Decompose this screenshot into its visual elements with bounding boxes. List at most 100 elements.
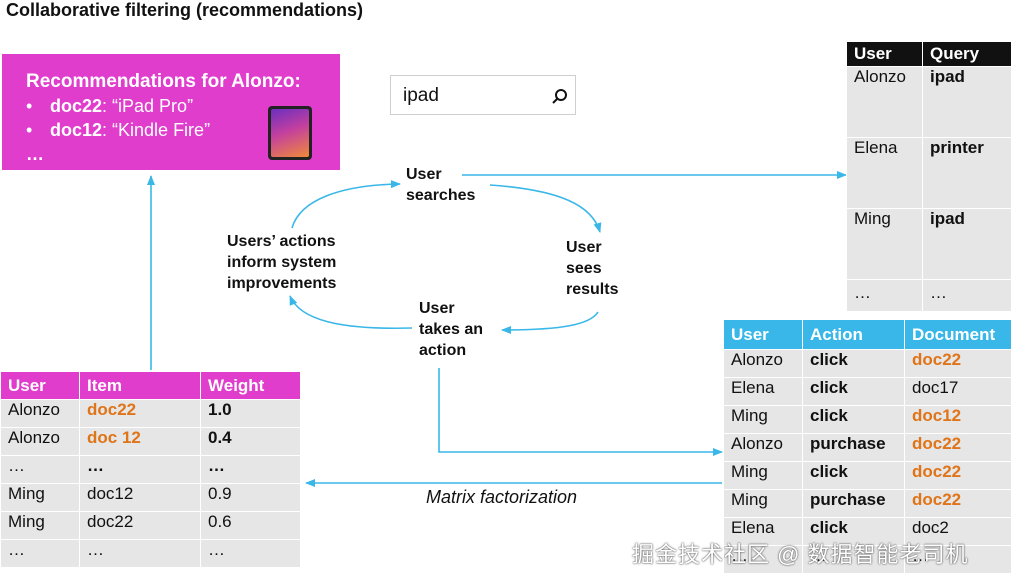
table-row: Ming ipad [847,209,1011,279]
table-cell: Ming [724,462,802,489]
action-table-header: Action [803,320,904,349]
table-cell: … [80,456,200,483]
action-table-header: Document [905,320,1011,349]
search-box[interactable]: ipad [390,75,576,115]
action-table-header: User [724,320,802,349]
table-cell: Ming [724,490,802,517]
table-cell: doc22 [905,434,1011,461]
table-cell: doc17 [905,378,1011,405]
table-cell: purchase [803,490,904,517]
arrow-to-action-table [438,368,723,456]
table-cell: Ming [724,406,802,433]
table-cell: purchase [803,434,904,461]
table-cell: Alonzo [724,350,802,377]
diagram-title: Collaborative filtering (recommendations… [6,0,364,20]
table-cell: Alonzo [1,400,79,427]
table-cell: … [201,540,300,567]
table-cell: ipad [923,67,1011,137]
matrix-factorization-label: Matrix factorization [426,487,578,507]
table-cell: … [201,456,300,483]
table-row: ……… [724,546,1011,573]
table-cell: Elena [724,378,802,405]
table-cell: Elena [724,518,802,545]
search-input[interactable]: ipad [403,85,439,106]
cycle-step-user-takes-action: User takes an action [419,300,484,359]
recommendations-box: Recommendations for Alonzo: •doc22: “iPa… [2,54,340,170]
table-cell: click [803,406,904,433]
recommendation-more: … [26,144,44,164]
table-cell: … [80,540,200,567]
table-cell: 0.4 [201,428,300,455]
weight-table-header: Weight [201,372,300,399]
table-cell: doc12 [905,406,1011,433]
weight-table-header: Item [80,372,200,399]
table-cell: … [905,546,1011,573]
table-cell: … [923,280,1011,311]
table-cell: Alonzo [724,434,802,461]
table-cell: printer [923,138,1011,208]
table-cell: … [724,546,802,573]
table-header-row: User Item Weight [1,372,300,399]
table-row: Elena printer [847,138,1011,208]
search-icon[interactable] [551,87,569,105]
table-cell: doc2 [905,518,1011,545]
table-cell: doc 12 [80,428,200,455]
table-header-row: User Action Document [724,320,1011,349]
table-cell: Ming [1,512,79,539]
query-table-header: User [847,42,922,66]
table-cell: Alonzo [847,67,922,137]
query-table-header: Query [923,42,1011,66]
table-cell: … [1,456,79,483]
table-cell: 0.9 [201,484,300,511]
table-cell: 0.6 [201,512,300,539]
cycle-step-user-sees-results: User sees results [566,239,619,298]
table-cell: Ming [847,209,922,279]
query-table: User Query Alonzo ipad Elena printer Min… [846,41,1012,312]
table-cell: … [1,540,79,567]
cycle-arrow-search-to-results [489,184,602,233]
recommendations-heading: Recommendations for Alonzo: [26,71,301,92]
table-cell: click [803,518,904,545]
table-row: ……… [1,456,300,483]
table-cell: click [803,378,904,405]
table-cell: doc22 [80,400,200,427]
table-cell: doc22 [905,490,1011,517]
table-cell: click [803,462,904,489]
table-cell: doc22 [905,462,1011,489]
table-cell: … [847,280,922,311]
cycle-arrow-results-to-action [501,311,599,334]
table-cell: … [803,546,904,573]
table-cell: doc22 [905,350,1011,377]
cycle-step-user-searches: User searches [406,166,476,204]
watermark: 掘金技术社区 @ 数据智能老司机 [632,542,969,567]
table-cell: ipad [923,209,1011,279]
recommendation-item: •doc22: “iPad Pro” [26,96,194,116]
table-cell: 1.0 [201,400,300,427]
table-cell: click [803,350,904,377]
table-cell: Ming [1,484,79,511]
table-header-row: User Query [847,42,1011,66]
table-row: ……… [1,540,300,567]
weight-table-header: User [1,372,79,399]
cycle-step-actions-inform: Users’ actions inform system improvement… [227,233,337,292]
table-row: … … [847,280,1011,311]
table-cell: doc22 [80,512,200,539]
recommendation-item: •doc12: “Kindle Fire” [26,120,211,140]
table-cell: Elena [847,138,922,208]
table-cell: Alonzo [1,428,79,455]
cycle-arrow-action-to-inform [289,295,413,330]
cycle-arrow-inform-to-search [291,180,401,229]
